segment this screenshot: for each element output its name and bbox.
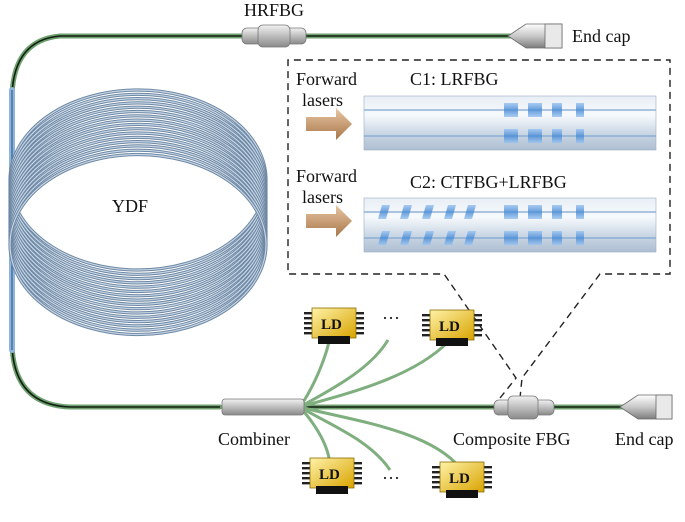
- laser-diode-4: LD: [432, 461, 492, 498]
- ld-body: [429, 309, 475, 341]
- c2-ctfbg-gratings: [378, 205, 476, 245]
- ctfbg-mark: [400, 205, 412, 219]
- composite-fbg-label: Composite FBG: [453, 429, 571, 449]
- lrfbg-mark: [504, 205, 518, 219]
- end-cap-bottom-label: End cap: [615, 429, 673, 449]
- ctfbg-mark: [400, 231, 412, 245]
- end-cap-bottom: [619, 394, 673, 420]
- ld-label: LD: [449, 471, 470, 487]
- c2-forward-text-2: lasers: [302, 187, 343, 207]
- ld-base: [436, 338, 468, 346]
- lrfbg-mark: [552, 205, 562, 219]
- coil-turn-highlight: [9, 153, 267, 336]
- ctfbg-mark: [464, 231, 476, 245]
- c1-arrow-icon: [306, 108, 352, 140]
- lrfbg-mark: [528, 103, 542, 117]
- c2-lrfbg-gratings: [504, 205, 584, 245]
- lrfbg-mark: [552, 103, 562, 117]
- lrfbg-mark: [576, 205, 584, 219]
- lrfbg-mark: [576, 231, 584, 245]
- c2-forward-text-1: Forward: [296, 166, 357, 186]
- ld-base: [318, 336, 350, 344]
- ld-body: [439, 461, 485, 493]
- ctfbg-mark: [378, 205, 390, 219]
- ld-body: [309, 457, 355, 489]
- pump-fibers: [298, 335, 462, 471]
- lrfbg-mark: [528, 231, 542, 245]
- lrfbg-mark: [552, 129, 562, 143]
- lrfbg-mark: [504, 231, 518, 245]
- c1-title: C1: LRFBG: [410, 69, 499, 89]
- ydf-label: YDF: [112, 196, 148, 216]
- ellipsis-top: ···: [382, 308, 400, 328]
- ctfbg-mark: [378, 231, 390, 245]
- end-cap-top-label: End cap: [572, 26, 630, 46]
- laser-diode-2: LD: [422, 309, 482, 346]
- ld-base: [316, 486, 348, 494]
- ctfbg-mark: [444, 205, 456, 219]
- c1-lrfbg-gratings: [504, 103, 584, 143]
- hrfbg-label: HRFBG: [244, 0, 304, 20]
- ellipsis-bottom: ···: [382, 468, 400, 488]
- ld-label: LD: [321, 317, 342, 333]
- hrfbg-grating: [241, 24, 307, 48]
- lrfbg-mark: [576, 103, 584, 117]
- c2-arrow-icon: [306, 205, 352, 237]
- lrfbg-mark: [504, 129, 518, 143]
- c2-title: C2: CTFBG+LRFBG: [410, 172, 567, 192]
- combiner: [221, 398, 305, 416]
- ctfbg-mark: [422, 205, 434, 219]
- combiner-label: Combiner: [218, 429, 290, 449]
- laser-diode-3: LD: [302, 457, 362, 494]
- c1-forward-text-1: Forward: [296, 69, 357, 89]
- c1-forward-text-2: lasers: [302, 90, 343, 110]
- ctfbg-mark: [444, 231, 456, 245]
- laser-diode-1: LD: [304, 307, 364, 344]
- ld-label: LD: [319, 467, 340, 483]
- composite-fbg: [493, 395, 555, 420]
- lrfbg-mark: [576, 129, 584, 143]
- end-cap-top: [507, 23, 563, 49]
- lrfbg-mark: [552, 231, 562, 245]
- ctfbg-mark: [422, 231, 434, 245]
- ydf-coil: [8, 88, 268, 337]
- ld-base: [446, 490, 478, 498]
- lrfbg-mark: [504, 103, 518, 117]
- lrfbg-mark: [528, 129, 542, 143]
- ld-body: [311, 307, 357, 339]
- ctfbg-mark: [464, 205, 476, 219]
- ld-label: LD: [439, 319, 460, 335]
- lrfbg-mark: [528, 205, 542, 219]
